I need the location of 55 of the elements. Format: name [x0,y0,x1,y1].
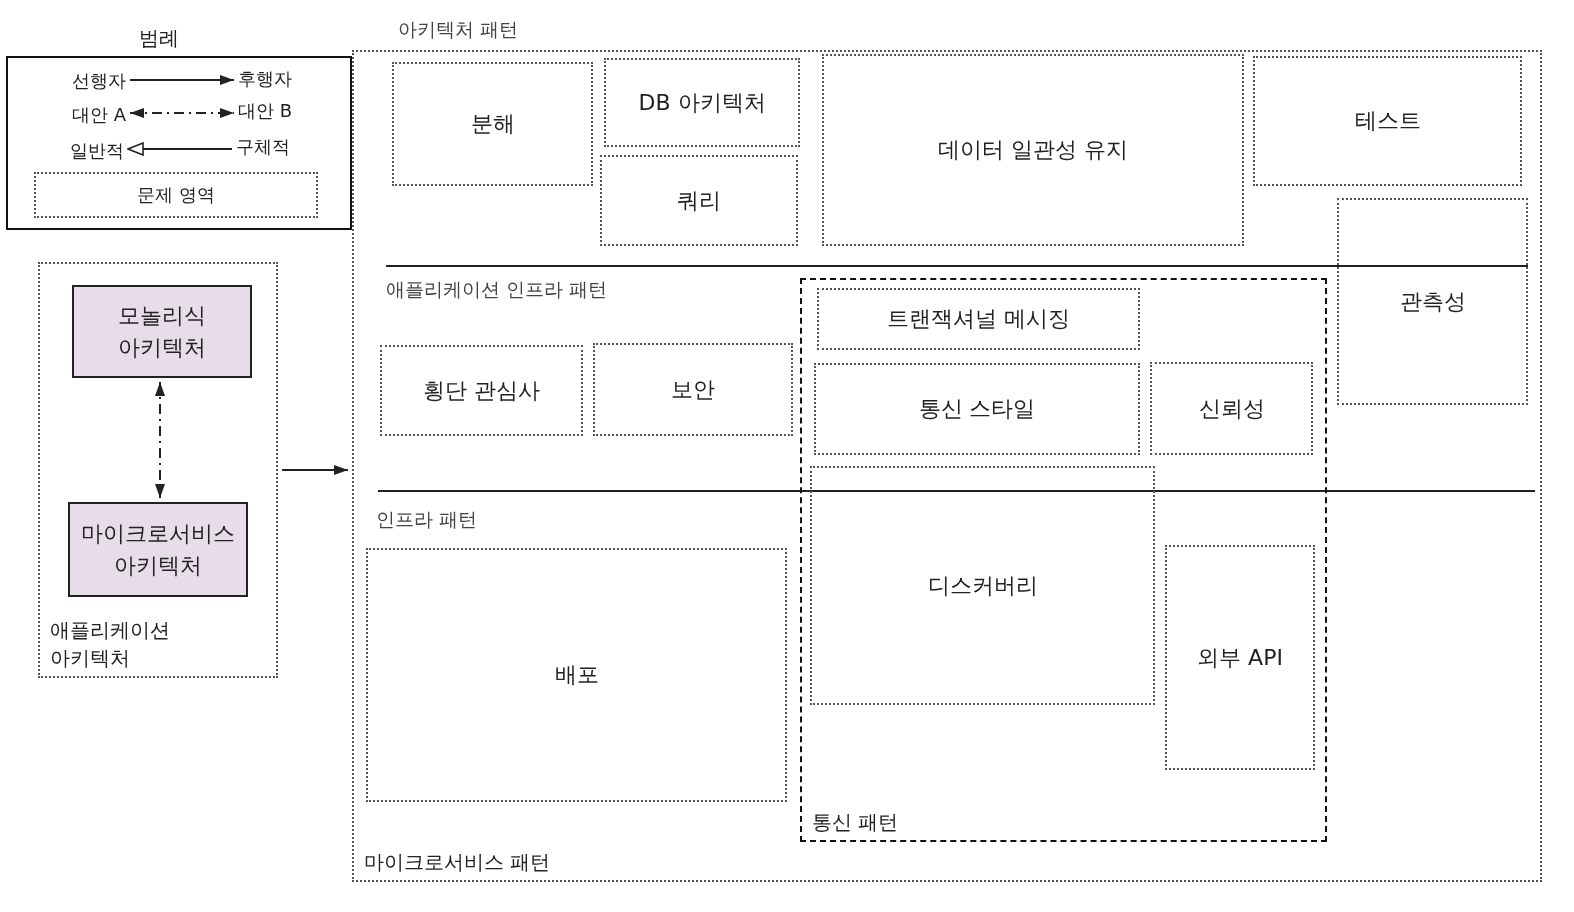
legend-term: 후행자 [238,68,292,91]
problem-area-sample [34,172,318,218]
arrow [127,142,233,156]
pattern-name: 보안 [671,375,715,404]
group-title: 마이크로서비스 패턴 [364,849,551,876]
architecture-box [72,285,252,378]
double-arrow [129,108,235,118]
pattern-box [810,466,1155,705]
arrow [129,75,235,85]
pattern-name: 쿼리 [677,186,721,215]
pattern-name: 디스커버리 [927,571,1038,600]
group-title: 애플리케이션 아키텍처 [50,617,171,672]
pattern-box [1337,198,1528,405]
legend-term: 대안 B [238,100,293,123]
group-frame [352,50,1542,882]
section-title: 아키텍처 패턴 [398,18,519,41]
group-frame [800,278,1327,842]
pattern-name: 테스트 [1354,107,1421,136]
section-title: 애플리케이션 인프라 패턴 [386,278,608,301]
legend-term: 일반적 [70,140,124,163]
pattern-box [392,62,593,186]
architecture-box [68,502,248,597]
pattern-name: DB 아키텍처 [638,88,766,117]
pattern-name: 외부 API [1197,643,1283,672]
section-title: 인프라 패턴 [376,508,478,531]
pattern-box [593,343,793,436]
legend-term: 구체적 [236,136,290,159]
pattern-name: 신뢰성 [1198,394,1265,423]
arrow [281,465,349,475]
legend-term: 문제 영역 [137,182,215,207]
pattern-box [366,548,787,802]
pattern-box [1150,362,1313,455]
pattern-name: 관측성 [1399,287,1466,316]
legend-term: 선행자 [72,70,126,93]
group-title: 통신 패턴 [812,809,899,836]
architecture-name: 마이크로서비스 아키텍처 [80,519,236,580]
pattern-box [600,155,798,246]
pattern-name: 배포 [554,661,599,690]
legend-term: 대안 A [72,104,127,127]
legend-title: 범례 [139,25,179,52]
pattern-name: 트랜잭셔널 메시징 [887,305,1070,334]
pattern-box [380,345,583,436]
pattern-box [604,58,800,147]
pattern-name: 횡단 관심사 [423,376,540,405]
pattern-box [1165,545,1315,770]
pattern-box [817,288,1140,350]
architecture-name: 모놀리식 아키텍처 [117,301,207,362]
pattern-box [814,363,1140,455]
pattern-name: 데이터 일관성 유지 [938,136,1128,165]
pattern-box [1253,56,1522,186]
double-arrow [155,381,165,499]
pattern-name: 분해 [470,110,515,139]
group-frame [38,262,278,678]
pattern-box [822,54,1244,246]
pattern-name: 통신 스타일 [918,395,1036,424]
